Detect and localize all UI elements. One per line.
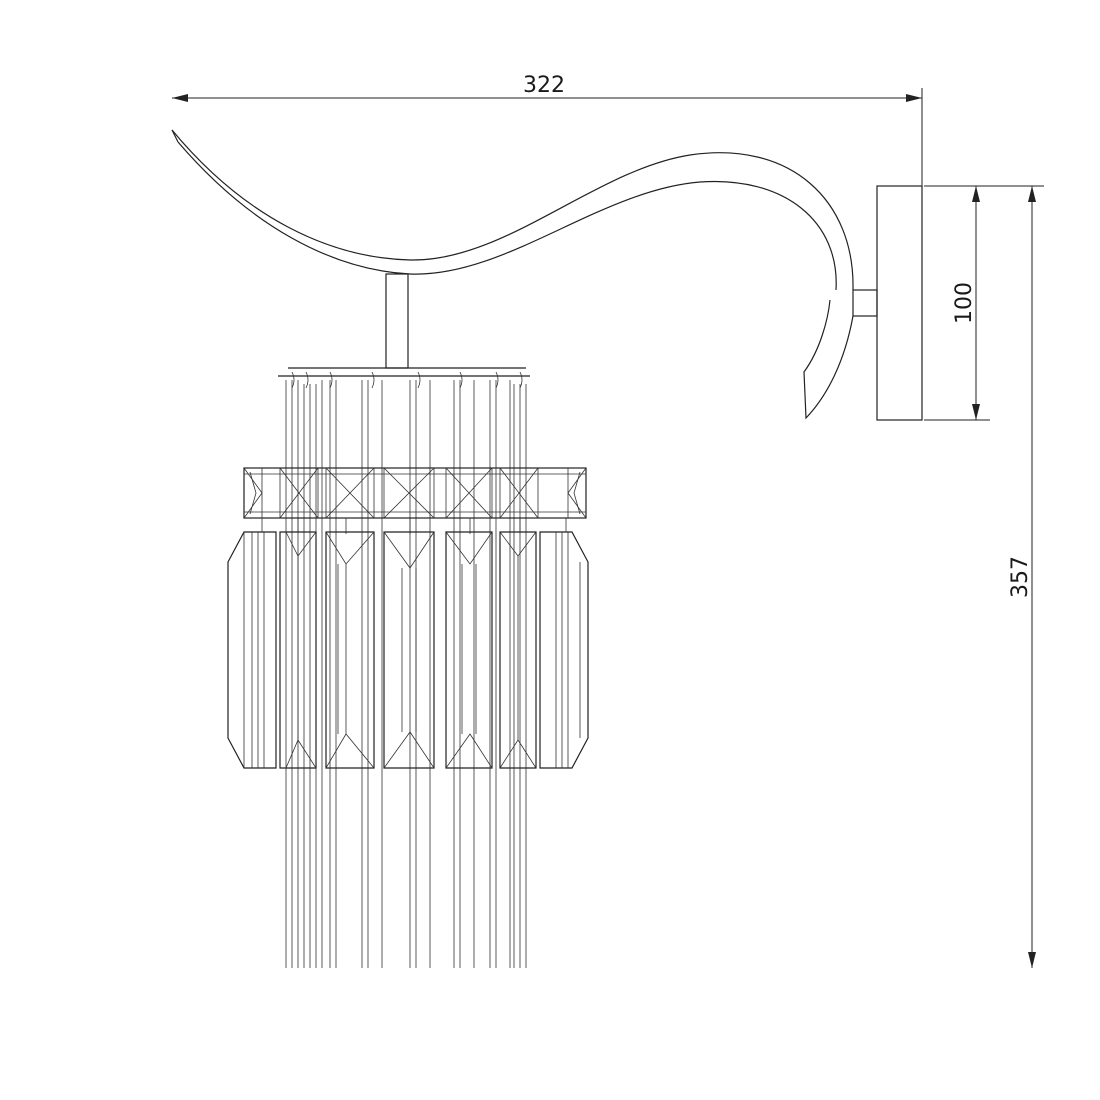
width-dimension: 322 — [172, 73, 923, 186]
total-height-arrow-bottom — [1028, 952, 1036, 968]
lamp-stem — [278, 273, 530, 377]
width-dimension-label: 322 — [523, 73, 565, 98]
total-height-arrow-top — [1028, 186, 1036, 202]
band-connectors — [261, 518, 567, 534]
total-height-dimension: 357 — [1008, 186, 1036, 968]
crystal-prisms — [227, 531, 589, 769]
wall-mount-plate — [852, 185, 923, 421]
mount-height-arrow-bottom — [972, 404, 980, 420]
crystal-band-facets — [243, 467, 587, 519]
total-height-dimension-label: 357 — [1008, 556, 1033, 598]
width-arrow-left — [172, 94, 188, 102]
crystal-band — [243, 467, 587, 519]
curved-arm — [171, 129, 854, 420]
width-arrow-right — [906, 94, 922, 102]
mount-connector — [852, 289, 878, 317]
crystal-rods — [285, 371, 527, 968]
mount-height-arrow-top — [972, 186, 980, 202]
mount-height-dimension: 100 — [924, 185, 1044, 421]
mount-height-dimension-label: 100 — [952, 282, 977, 324]
